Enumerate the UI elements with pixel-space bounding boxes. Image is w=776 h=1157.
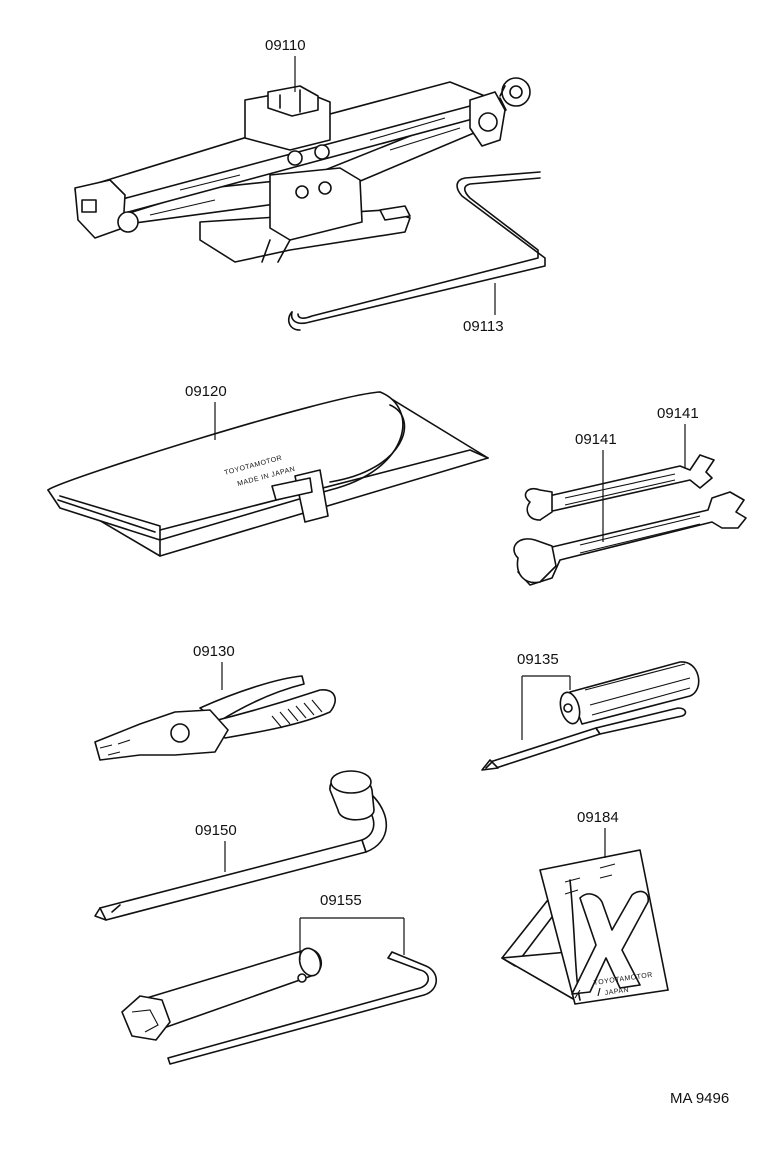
part-label-jack-handle: 09113 [463,318,504,335]
screwdriver: 09135 [481,651,700,771]
tool-bag: TOYOTAMOTOR MADE IN JAPAN 09120 [47,383,489,557]
scissor-jack: 09110 [74,37,531,263]
part-label-lug-wrench: 09150 [195,822,237,839]
part-label-wheel-chock: 09184 [577,809,619,826]
part-label-screwdriver: 09135 [517,651,559,668]
lug-wrench: 09150 [94,770,388,921]
jack-handle: 09113 [287,171,546,335]
figure-code: MA 9496 [670,1090,729,1107]
part-label-pliers: 09130 [193,643,235,660]
chock-imprint-line2: JAPAN [604,987,629,997]
spark-plug-wrench: 09155 [121,892,438,1065]
open-end-wrenches: 09141 09141 [513,405,747,586]
part-label-plug-wrench: 09155 [320,892,362,909]
part-label-tool-bag: 09120 [185,383,227,400]
pliers: 09130 [94,643,336,761]
wheel-chock: TOYOTAMOTOR JAPAN 09184 [501,809,669,1005]
part-label-wrench-upper: 09141 [657,405,699,422]
part-label-jack: 09110 [265,37,306,54]
part-label-wrench-lower: 09141 [575,431,617,448]
